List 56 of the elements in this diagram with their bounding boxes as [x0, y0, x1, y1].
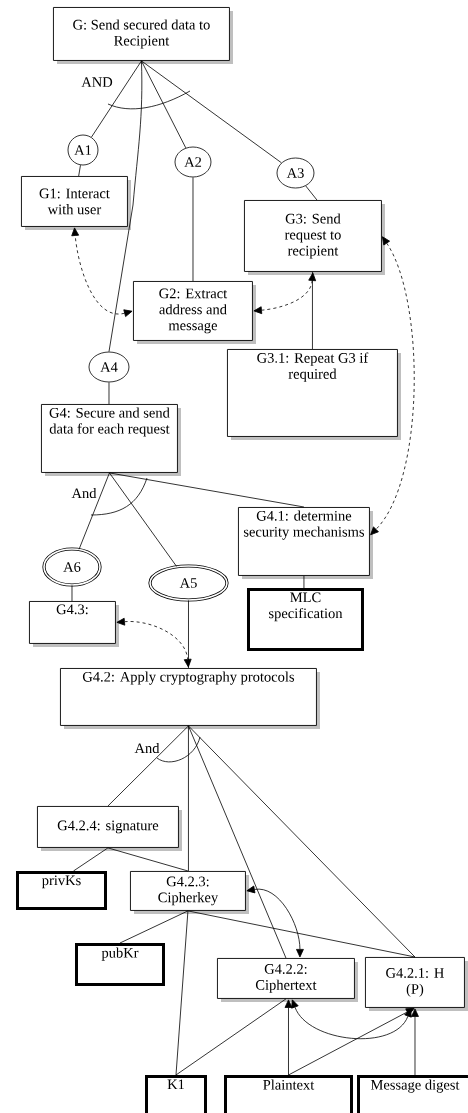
- arrow: [288, 1007, 415, 1076]
- goal-box: G2: Extract address and message: [133, 281, 256, 344]
- connector-line: [141, 60, 187, 149]
- connector-line: [71, 585, 73, 602]
- connector-line: [187, 910, 416, 958]
- resource-box: K1: [145, 1075, 207, 1113]
- connector-line: [119, 910, 189, 944]
- and-label: And: [134, 742, 160, 754]
- goal-box: G4.1: determine security mechanisms: [238, 507, 373, 579]
- connector-line: [188, 725, 287, 959]
- connector-line: [108, 382, 110, 405]
- dashed-arrow: [71, 227, 133, 317]
- goal-box: G4.2.3: Cipherkey: [130, 871, 249, 914]
- connector-line: [108, 60, 143, 352]
- connector-line: [73, 847, 109, 872]
- resource-box: Plaintext: [224, 1075, 353, 1113]
- goal-box: G4.2: Apply cryptography protocols: [60, 668, 320, 729]
- goal-box: G: Send secured data to Recipient: [53, 7, 233, 64]
- connector-line: [107, 847, 189, 872]
- arrow: [246, 885, 304, 958]
- goal-box: G1: Interact with user: [21, 176, 131, 230]
- connector-line: [175, 998, 287, 1076]
- goal-box: G4.2.1: H (P): [365, 957, 468, 1011]
- connector-line: [175, 910, 189, 1076]
- goal-box: G4.3:: [29, 601, 119, 647]
- connector-line: [305, 185, 318, 201]
- resource-box: pubKr: [75, 943, 165, 986]
- connector-line: [188, 725, 416, 958]
- connector-line: [78, 472, 110, 550]
- resource-box: Message digest: [357, 1075, 468, 1113]
- goal-box: G3: Send request to recipient: [244, 200, 385, 275]
- connector-line: [188, 725, 189, 872]
- connector-line: [141, 60, 282, 164]
- arrow: [291, 999, 412, 1040]
- connector-line: [192, 177, 194, 282]
- goal-box: G4.2.4: signature: [37, 806, 182, 851]
- resource-box: privKs: [16, 871, 107, 910]
- goal-box: G3.1: Repeat G3 if required: [227, 349, 401, 440]
- arrow: [411, 1008, 419, 1076]
- connector-line: [91, 60, 142, 138]
- goal-box: G4.2.2: Ciphertext: [217, 958, 358, 1002]
- dashed-arrow: [116, 617, 192, 668]
- dashed-arrow: [253, 272, 317, 315]
- dashed-arrow: [370, 236, 415, 536]
- connector-line: [312, 271, 313, 350]
- goal-box: G4: Secure and send data for each request: [41, 404, 181, 476]
- and-label: AND: [81, 77, 113, 87]
- connector-line: [109, 472, 305, 508]
- connector-line: [303, 575, 305, 589]
- resource-box: MLC specification: [247, 588, 364, 651]
- connector-line: [78, 164, 81, 177]
- connector-line: [107, 725, 189, 807]
- and-label: And: [71, 487, 97, 499]
- connector-line: [109, 472, 177, 567]
- connector-line: [188, 600, 189, 669]
- arrow: [284, 999, 293, 1076]
